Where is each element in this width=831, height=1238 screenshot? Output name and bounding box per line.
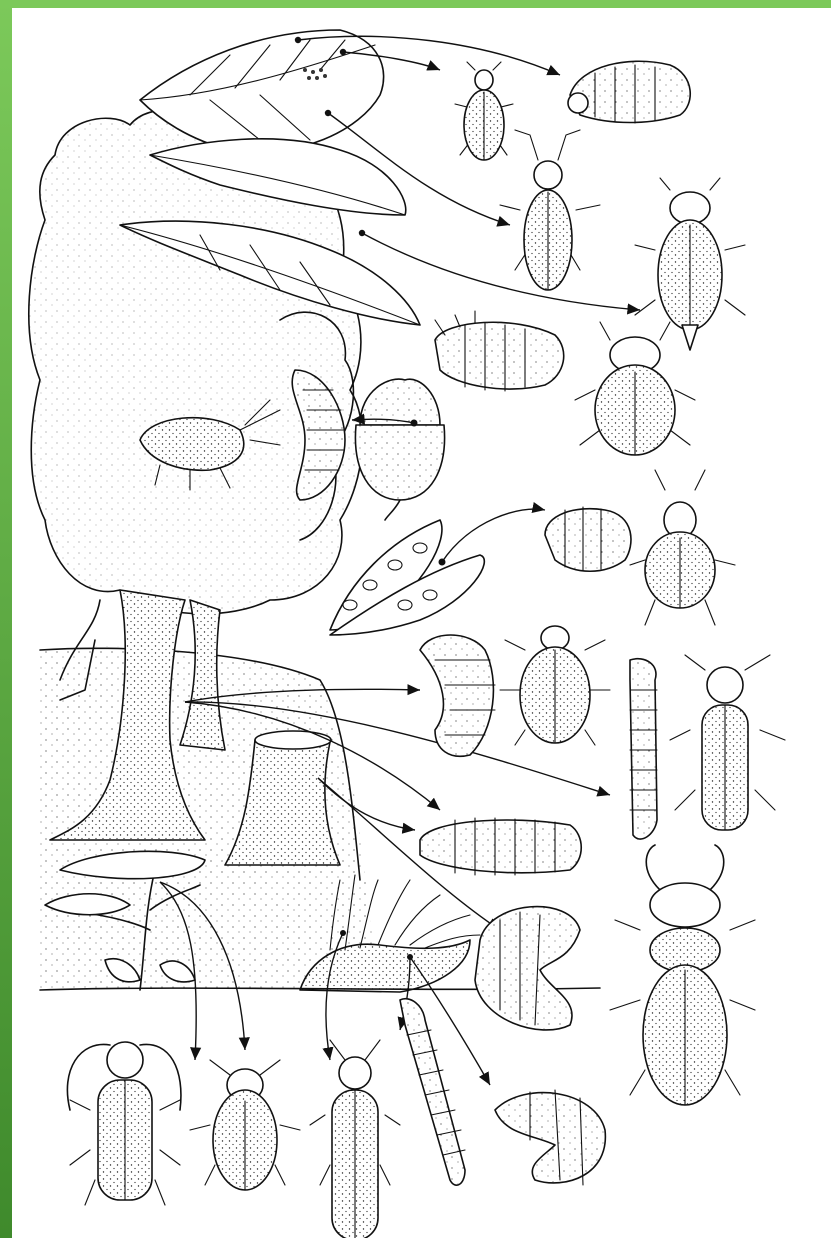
click-beetle-icon — [310, 1040, 400, 1238]
longhorn-beetle-icon — [670, 655, 785, 830]
grub-icon — [495, 1090, 605, 1185]
beetle-icon — [575, 322, 695, 455]
frame-left-bar — [0, 0, 12, 1238]
grub-icon — [545, 507, 631, 571]
weevil-icon — [630, 470, 735, 625]
wireworm-icon — [630, 659, 657, 839]
acorn — [355, 379, 444, 520]
grub-icon — [475, 907, 580, 1030]
grub-icon — [420, 635, 495, 756]
larva-icon — [420, 818, 581, 875]
larva-icon — [435, 311, 564, 391]
beetle-icon — [635, 178, 745, 350]
weevil-icon — [455, 62, 513, 160]
frame-top-bar — [0, 0, 831, 8]
weevil-icon — [500, 130, 600, 290]
longhorn-beetle-icon — [67, 1042, 181, 1205]
beetle-icon — [500, 626, 610, 745]
stag-beetle-icon — [610, 845, 755, 1105]
grub-icon — [568, 61, 690, 123]
weevil-icon — [190, 1060, 300, 1190]
seed-pods — [330, 520, 484, 635]
